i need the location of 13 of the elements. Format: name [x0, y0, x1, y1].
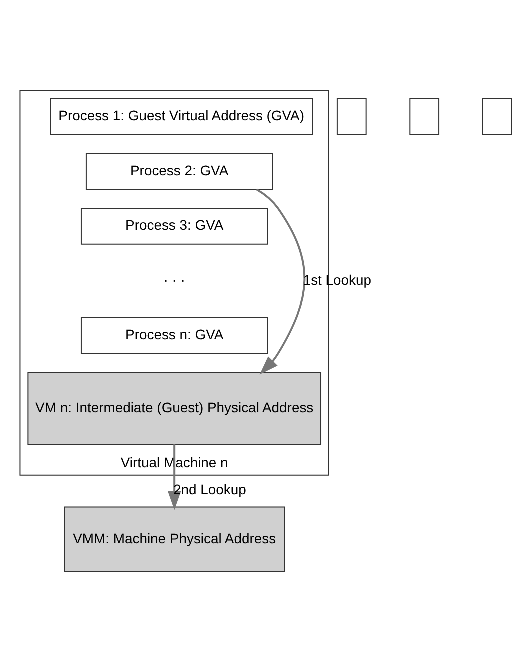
node-box: Process 1: Guest Virtual Address (GVA)	[50, 98, 314, 135]
node-box: VMM: Machine Physical Address	[64, 506, 286, 572]
node-box	[482, 98, 512, 135]
node-box: Process n: GVA	[80, 317, 268, 354]
arrow	[168, 444, 182, 510]
node-box	[336, 98, 367, 135]
node-box: VM n: Intermediate (Guest) Physical Address	[28, 372, 322, 445]
node-box: Process 2: GVA	[86, 152, 274, 190]
arrow	[256, 188, 306, 374]
label: · · ·	[164, 271, 186, 288]
node-box	[410, 98, 440, 135]
node-box: Process 3: GVA	[80, 207, 268, 244]
edge-label: 2nd Lookup	[174, 481, 246, 498]
